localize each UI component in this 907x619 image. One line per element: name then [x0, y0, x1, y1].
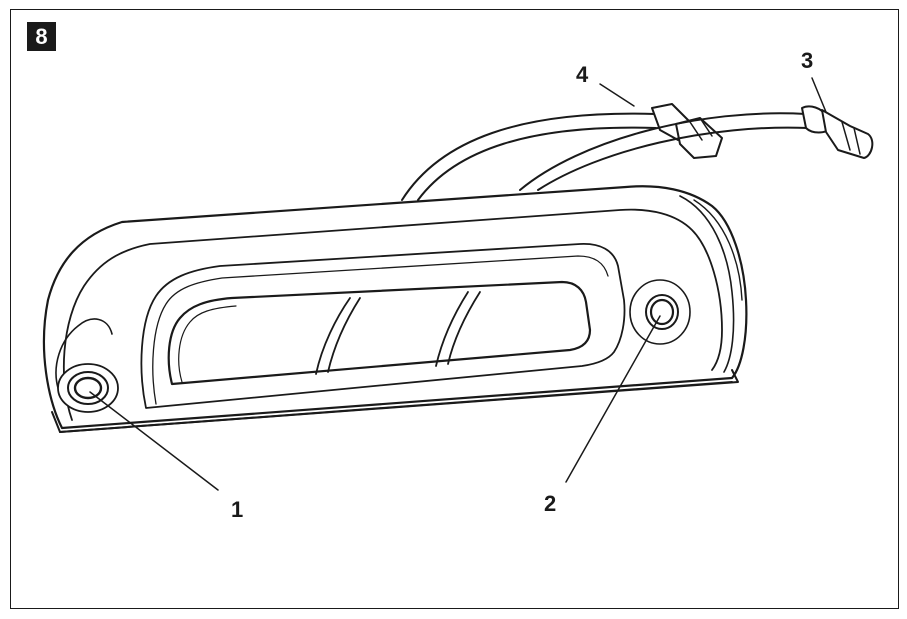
leader-line-1	[89, 391, 219, 491]
camera-lens-1	[55, 318, 119, 413]
connector-3	[801, 105, 874, 159]
figure-frame	[10, 9, 899, 609]
callout-2: 2	[544, 491, 556, 516]
cable-3	[519, 112, 809, 191]
light-panel-recess	[140, 243, 626, 409]
cable-4	[401, 112, 657, 201]
callout-4: 4	[576, 62, 589, 87]
connector-4	[651, 103, 723, 159]
leader-line-3	[811, 77, 827, 113]
step-number-badge: 8	[27, 22, 56, 51]
light-window	[167, 280, 592, 386]
leader-line-2	[565, 315, 661, 483]
camera-lens-2	[629, 279, 691, 345]
leader-line-4	[599, 83, 635, 107]
callout-3: 3	[801, 48, 813, 73]
callout-1: 1	[231, 497, 243, 522]
